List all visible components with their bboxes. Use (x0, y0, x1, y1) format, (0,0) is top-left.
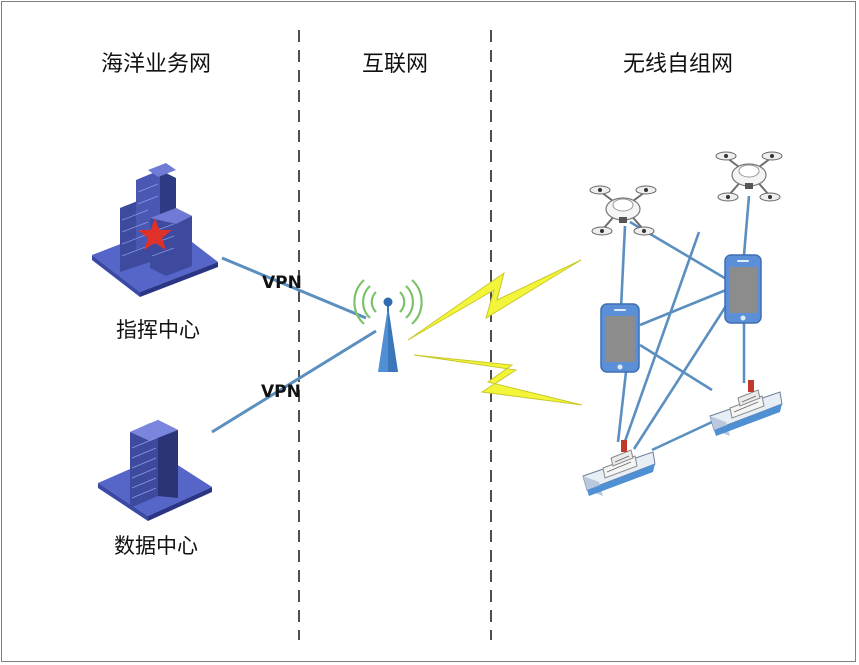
ship-icon (709, 380, 783, 436)
command-center-building-icon (92, 163, 218, 297)
section-title-internet: 互联网 (361, 52, 429, 77)
vpn-link-command (221, 256, 367, 320)
antenna-tower-icon (353, 279, 423, 372)
command-center-label: 指挥中心 (116, 318, 200, 342)
drone-icon (589, 185, 657, 236)
lightning-bolt-lower (413, 354, 583, 406)
phone-icon (724, 254, 762, 324)
vpn-label-bottom: VPN (261, 382, 301, 402)
red-star-icon (138, 218, 172, 250)
section-title-marine: 海洋业务网 (100, 52, 212, 77)
mesh-links (616, 195, 751, 452)
lightning-bolt-upper (407, 259, 582, 341)
vpn-link-data (211, 329, 377, 434)
drone-icon (715, 151, 783, 202)
ship-icon (582, 440, 656, 496)
vpn-label-top: VPN (262, 273, 302, 293)
data-center-label: 数据中心 (114, 534, 198, 558)
phone-icon (600, 303, 640, 373)
data-center-building-icon (98, 420, 212, 521)
section-title-adhoc: 无线自组网 (622, 52, 734, 77)
